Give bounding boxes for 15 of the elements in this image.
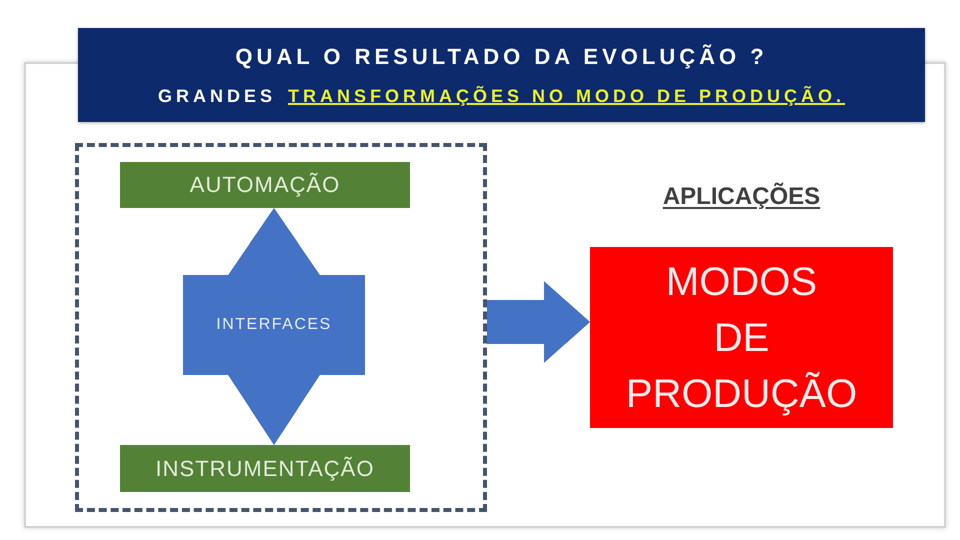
box-label: INSTRUMENTAÇÃO	[156, 456, 374, 480]
dashed-frame	[75, 143, 487, 512]
highlighted-text: TRANSFORMAÇÕES NO MODO DE PRODUÇÃO.	[288, 86, 846, 106]
box-label: INTERFACES	[216, 316, 332, 333]
block-arrow	[228, 375, 320, 445]
heading-text: QUAL O RESULTADO DA EVOLUÇÃO ?	[235, 44, 768, 70]
heading-text: GRANDES	[158, 86, 276, 106]
box-label: AUTOMAÇÃO	[190, 172, 340, 197]
block-arrow	[487, 281, 590, 363]
section-heading: APLICAÇÕES	[662, 183, 820, 211]
box-label: MODOS DE PRODUÇÃO	[626, 258, 858, 418]
process-box	[120, 162, 410, 208]
process-box	[120, 445, 410, 492]
title-banner	[78, 28, 925, 122]
process-box	[183, 275, 365, 375]
